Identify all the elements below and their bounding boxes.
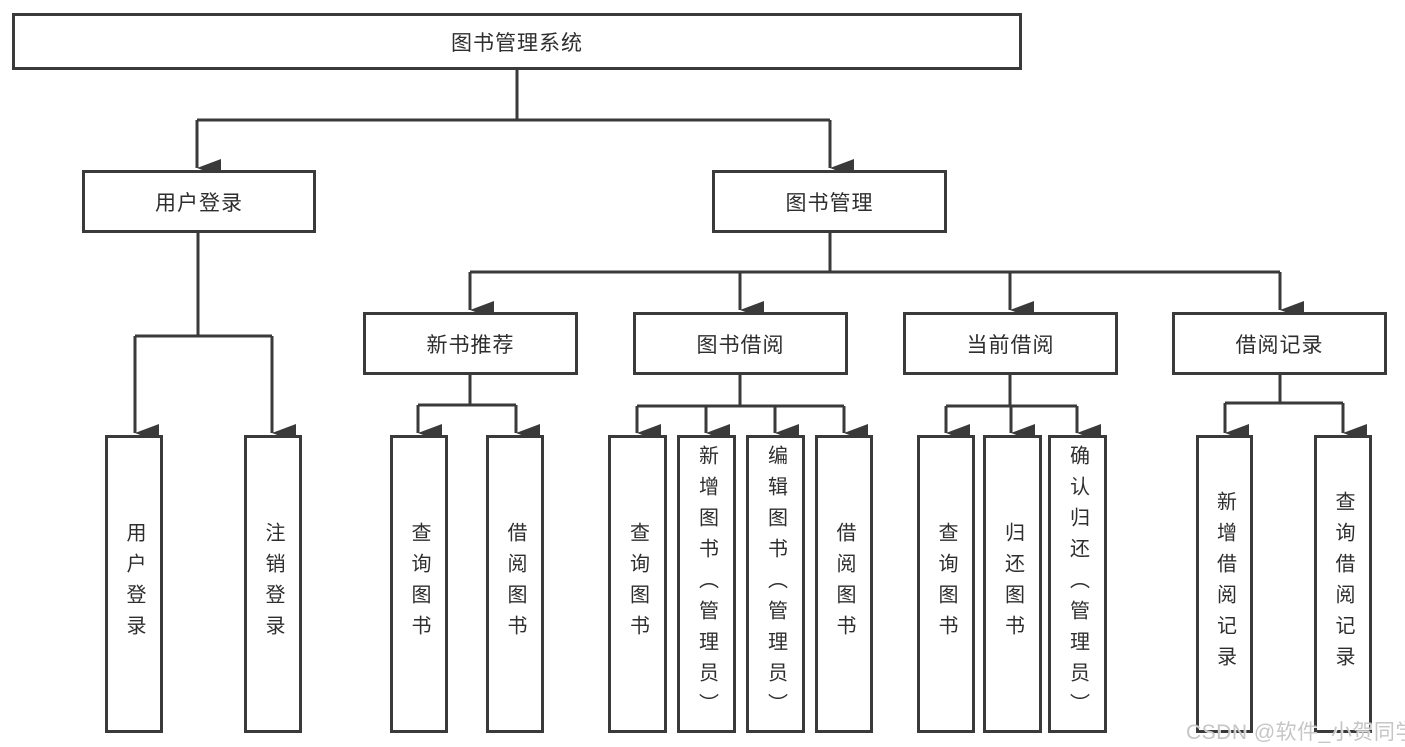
node-user-login-label: 用户登录 xyxy=(155,191,243,215)
node-book-management-label: 图书管理 xyxy=(785,191,874,215)
leaf-add-book-admin: 新增图书（管理员） xyxy=(677,435,736,733)
node-library-system-label: 图书管理系统 xyxy=(451,31,583,55)
connector-book-management-split xyxy=(468,233,1304,319)
node-current-borrow-label: 当前借阅 xyxy=(966,333,1055,357)
connector-borrow-records-split xyxy=(1223,375,1367,442)
leaf-borrow-book-book-borrow-label: 借阅图书 xyxy=(833,522,855,646)
leaf-add-book-admin-label: 新增图书（管理员） xyxy=(695,444,718,724)
leaf-query-book-current-borrow: 查询图书 xyxy=(917,435,975,733)
node-current-borrow: 当前借阅 xyxy=(903,312,1118,375)
leaf-add-borrow-record-label: 新增借阅记录 xyxy=(1213,491,1236,677)
leaf-query-book-new-book: 查询图书 xyxy=(390,435,448,733)
connector-user-login-split xyxy=(133,233,296,442)
leaf-query-book-book-borrow: 查询图书 xyxy=(608,435,667,733)
leaf-query-borrow-record-label: 查询借阅记录 xyxy=(1332,491,1354,677)
node-new-book-recommend: 新书推荐 xyxy=(363,312,578,375)
leaf-query-borrow-record: 查询借阅记录 xyxy=(1314,435,1372,733)
leaf-logout: 注销登录 xyxy=(244,435,302,733)
leaf-edit-book-admin: 编辑图书（管理员） xyxy=(746,435,805,733)
leaf-add-borrow-record: 新增借阅记录 xyxy=(1196,435,1253,733)
csdn-watermark: CSDN @软件_小贺同学 xyxy=(1186,721,1405,744)
leaf-borrow-book-new-book: 借阅图书 xyxy=(486,435,544,733)
leaf-user-login: 用户登录 xyxy=(105,435,163,733)
node-book-management: 图书管理 xyxy=(712,170,947,233)
leaf-logout-label: 注销登录 xyxy=(262,522,284,646)
node-library-system: 图书管理系统 xyxy=(12,13,1022,70)
leaf-return-book-label: 归还图书 xyxy=(1001,522,1024,646)
node-user-login: 用户登录 xyxy=(82,170,316,233)
node-borrow-records-label: 借阅记录 xyxy=(1235,333,1324,357)
leaf-confirm-return-admin-label: 确认归还（管理员） xyxy=(1066,444,1089,724)
node-book-borrow-label: 图书借阅 xyxy=(696,333,785,357)
connector-book-borrow-split xyxy=(635,375,868,442)
node-new-book-recommend-label: 新书推荐 xyxy=(426,333,515,357)
leaf-query-book-current-borrow-label: 查询图书 xyxy=(935,522,957,646)
leaf-user-login-label: 用户登录 xyxy=(123,522,145,646)
leaf-query-book-book-borrow-label: 查询图书 xyxy=(626,522,649,646)
leaf-edit-book-admin-label: 编辑图书（管理员） xyxy=(764,444,787,724)
connector-current-borrow-split xyxy=(944,375,1101,442)
leaf-query-book-new-book-label: 查询图书 xyxy=(408,522,430,646)
node-book-borrow: 图书借阅 xyxy=(633,312,848,375)
leaf-confirm-return-admin: 确认归还（管理员） xyxy=(1048,435,1107,733)
connector-root-split xyxy=(195,70,854,177)
node-borrow-records: 借阅记录 xyxy=(1172,312,1387,375)
leaf-return-book: 归还图书 xyxy=(983,435,1042,733)
connector-new-book-split xyxy=(416,375,540,442)
leaf-borrow-book-new-book-label: 借阅图书 xyxy=(504,522,526,646)
leaf-borrow-book-book-borrow: 借阅图书 xyxy=(815,435,873,733)
